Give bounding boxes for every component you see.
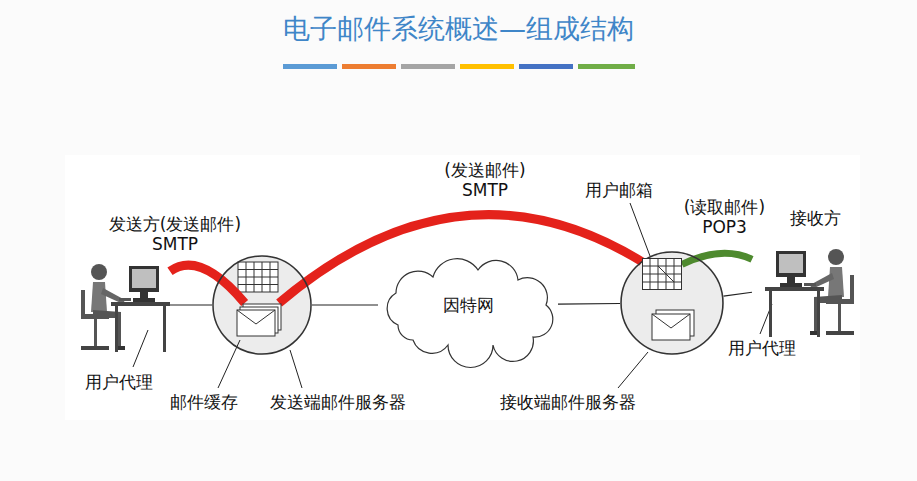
title-bar: [342, 64, 396, 69]
node-label: 用户代理: [85, 372, 153, 392]
mail-server: 接收端邮件服务器用户邮箱: [620, 251, 724, 355]
node-label: 用户邮箱: [585, 180, 653, 200]
node-label: 接收方: [790, 208, 841, 228]
internet-cloud: 因特网: [368, 255, 568, 355]
network-link: [724, 292, 752, 296]
protocol-link: [682, 253, 752, 264]
network-link: [312, 304, 378, 305]
title-bar: [283, 64, 337, 69]
user-mailbox: 用户邮箱: [642, 258, 682, 290]
protocol-link: [170, 265, 245, 303]
mail-envelope: [236, 303, 282, 337]
title-bar: [578, 64, 635, 69]
server-fill: [212, 255, 312, 355]
node-label: 发送端邮件服务器: [270, 392, 406, 412]
mailbox-grid: [642, 258, 682, 290]
title-bar: [519, 64, 573, 69]
mail-server: 发送端邮件服务器邮件缓存: [212, 255, 312, 355]
sender-figure: [75, 250, 170, 360]
node-label: 因特网: [443, 295, 494, 315]
user-agent: 接收方用户代理: [752, 235, 860, 335]
node-label: 邮件缓存: [170, 392, 238, 412]
receiver-figure: [752, 235, 860, 335]
network-link: [170, 304, 212, 305]
protocol-label: (读取邮件) POP3: [677, 197, 772, 237]
node-label: 接收端邮件服务器: [500, 392, 636, 412]
title-bar: [460, 64, 514, 69]
network-link: [558, 303, 620, 305]
mail-cache: 邮件缓存: [236, 303, 282, 337]
title-bar: [401, 64, 455, 69]
server-fill: [620, 251, 724, 355]
mail-envelope: [652, 310, 694, 340]
protocol-label: 发送方(发送邮件) SMTP: [95, 214, 255, 254]
protocol-label: (发送邮件) SMTP: [430, 160, 540, 200]
node-label: 用户代理: [728, 338, 796, 358]
user-agent: 用户代理: [75, 250, 170, 360]
page-title: 电子邮件系统概述—组成结构: [0, 12, 917, 46]
mailbox-grid: [238, 262, 278, 292]
